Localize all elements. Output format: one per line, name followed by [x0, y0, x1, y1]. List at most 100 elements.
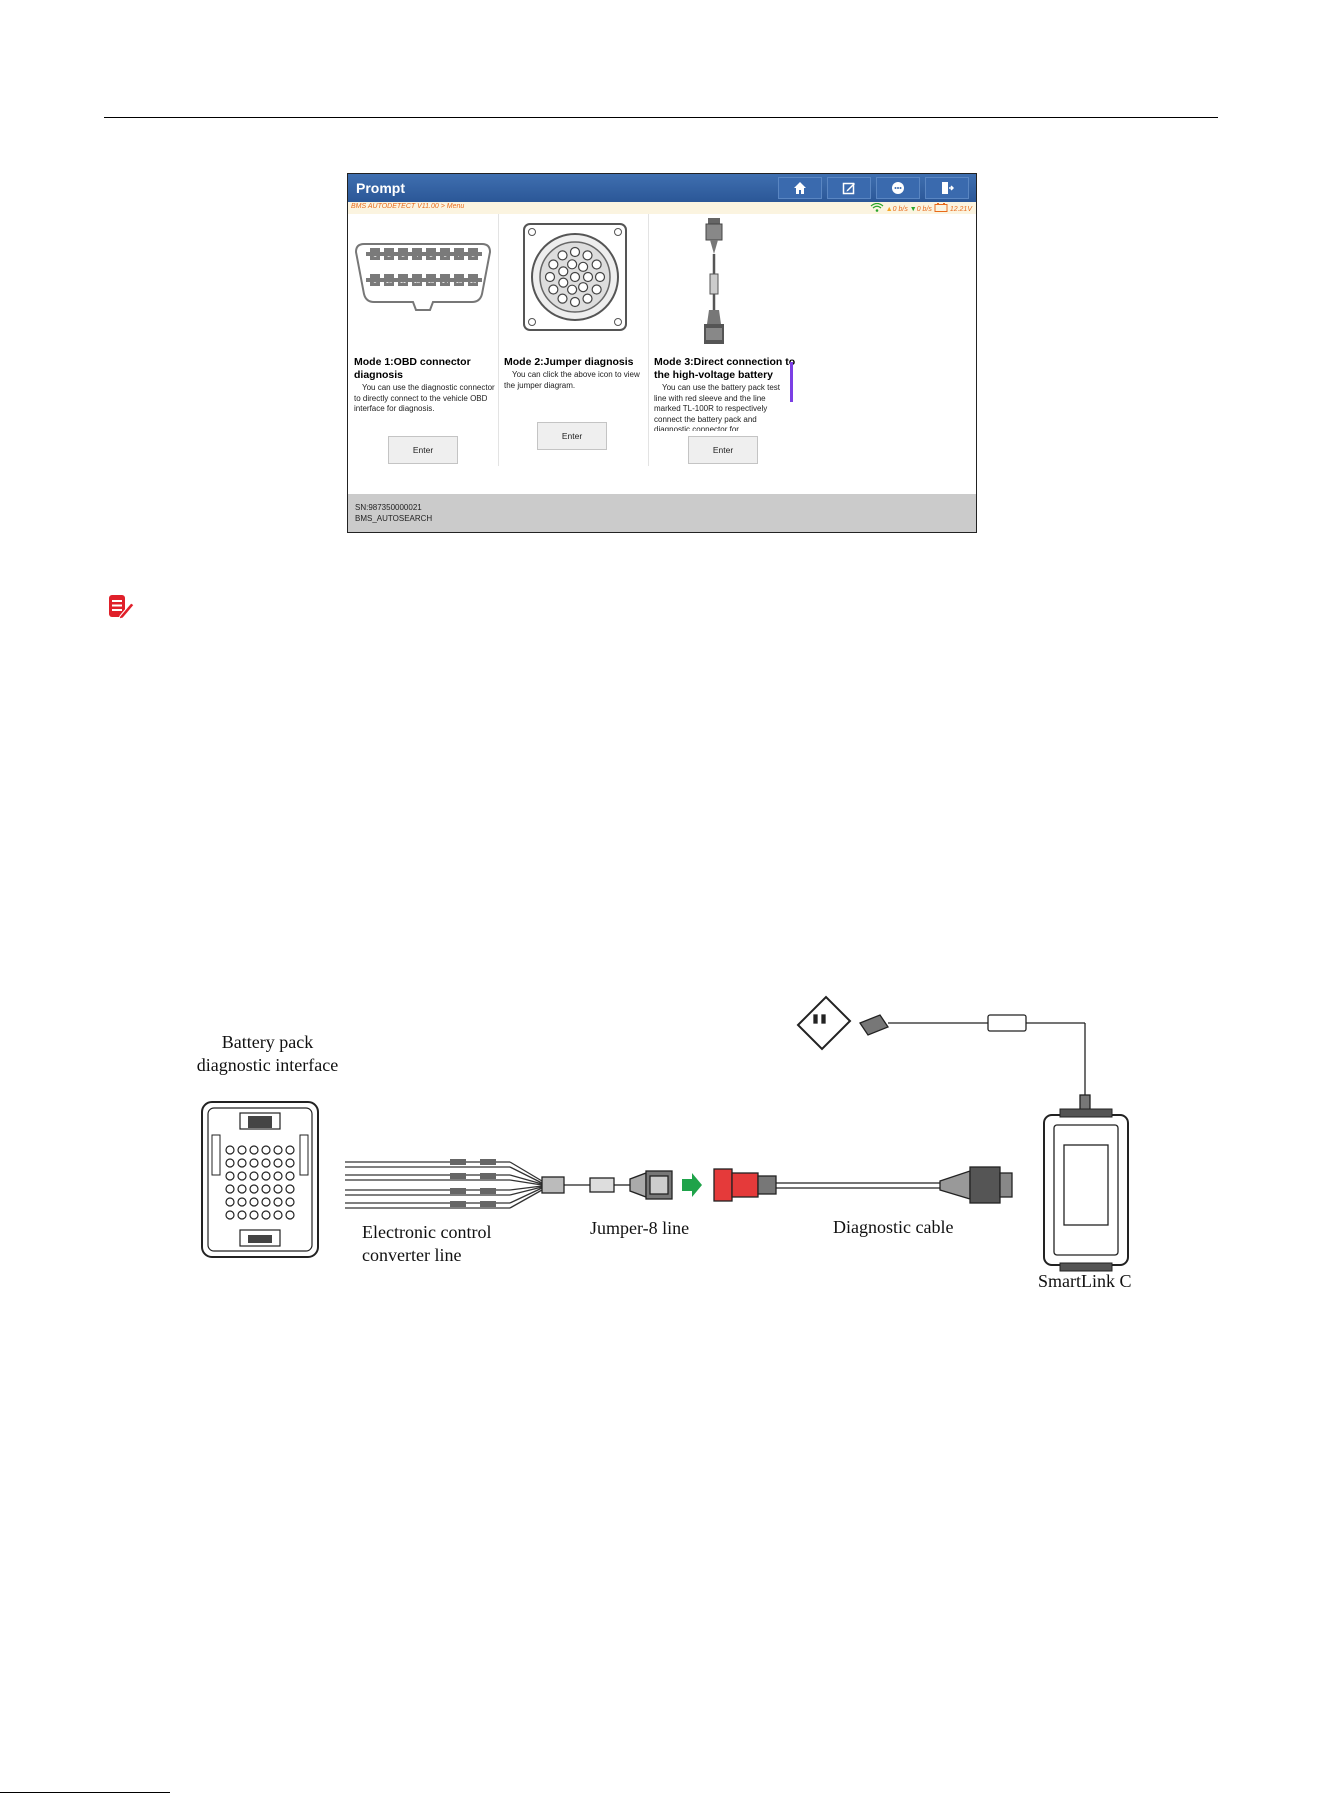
home-icon: [794, 182, 806, 194]
footer: SN:987350000021 BMS_AUTOSEARCH: [348, 494, 976, 532]
interface-pin: [261, 1210, 271, 1220]
serial-number: SN:987350000021: [355, 503, 422, 512]
connector-pin: [582, 250, 593, 261]
interface-pin: [249, 1145, 259, 1155]
connector-pin: [558, 277, 569, 288]
connector-pin: [591, 259, 602, 270]
interface-pin: [225, 1158, 235, 1168]
connector-pin: [558, 266, 569, 277]
jumper-8-label: Jumper-8 line: [590, 1218, 690, 1238]
connector-pin: [548, 259, 559, 270]
converter-lines: [345, 1161, 543, 1209]
search-mode: BMS_AUTOSEARCH: [355, 514, 433, 523]
edit-button[interactable]: [827, 177, 871, 199]
round-connector-icon: [523, 223, 627, 331]
battery-label-line-2: diagnostic interface: [196, 1055, 339, 1075]
interface-pin: [249, 1171, 259, 1181]
description-scrollbar[interactable]: [790, 362, 793, 402]
chat-icon: [892, 182, 904, 194]
interface-pin: [261, 1184, 271, 1194]
interface-pin: [261, 1171, 271, 1181]
interface-pin: [225, 1210, 235, 1220]
upload-arrow-icon: ▲: [885, 206, 893, 213]
connector-pin: [557, 293, 568, 304]
mode-1-description: You can use the diagnostic connector to …: [354, 383, 495, 413]
status-bar: BMS AUTODETECT V11.00 > Menu ▲0 b/s ▼0 b…: [348, 202, 976, 214]
mode-1-enter-button[interactable]: Enter: [388, 436, 458, 464]
connector-pin: [569, 296, 581, 308]
interface-pin: [237, 1184, 247, 1194]
interface-pin: [261, 1158, 271, 1168]
converter-line-label: Electronic control converter line: [362, 1221, 491, 1267]
connector-pin: [582, 271, 594, 283]
connector-pin: [582, 293, 593, 304]
interface-pin: [225, 1145, 235, 1155]
title-bar: Prompt: [348, 174, 976, 202]
mode-2-panel: Mode 2:Jumper diagnosis You can click th…: [498, 214, 649, 466]
interface-pin: [225, 1171, 235, 1181]
obd-connector-image[interactable]: 12345678 910111213141516: [348, 214, 498, 364]
interface-pin: [273, 1197, 283, 1207]
connector-pin: [567, 259, 578, 270]
interface-pin: [285, 1184, 295, 1194]
connector-pin: [578, 282, 589, 293]
voltage: 12.21V: [949, 206, 972, 213]
exit-icon: [942, 182, 954, 194]
interface-pin: [249, 1184, 259, 1194]
interface-pin: [249, 1197, 259, 1207]
diagnostic-cable-drawing: [713, 1166, 1013, 1204]
interface-pin: [273, 1158, 283, 1168]
status-readout: ▲0 b/s ▼0 b/s 12.21V: [870, 202, 972, 213]
footer-rule: [0, 1792, 170, 1793]
converter-label-line-1: Electronic control: [362, 1222, 492, 1242]
home-button[interactable]: [778, 177, 822, 199]
interface-pin: [285, 1171, 295, 1181]
upload-rate: 0 b/s: [892, 206, 908, 213]
obd-connector-icon: 12345678 910111213141516: [354, 243, 492, 311]
wifi-icon: [870, 202, 884, 212]
interface-pin: [261, 1145, 271, 1155]
mode-1-title: Mode 1:OBD connector diagnosis: [354, 356, 471, 381]
breadcrumb: BMS AUTODETECT V11.00 > Menu: [351, 203, 465, 210]
mode-3-description: You can use the battery pack test line w…: [654, 383, 781, 431]
interface-pin: [273, 1145, 283, 1155]
interface-pin: [285, 1210, 295, 1220]
connector-pin: [569, 271, 581, 283]
jumper-8-drawing: [541, 1170, 673, 1200]
jumper-connector-image[interactable]: [498, 214, 648, 364]
battery-icon: [934, 203, 948, 212]
exit-button[interactable]: [925, 177, 969, 199]
interface-pin: [237, 1145, 247, 1155]
test-cable-image[interactable]: [648, 214, 798, 364]
interface-pin: [225, 1197, 235, 1207]
mode-2-title: Mode 2:Jumper diagnosis: [504, 356, 634, 368]
mode-3-title: Mode 3:Direct connection to the high-vol…: [654, 356, 796, 381]
connector-pin: [544, 271, 556, 283]
chat-button[interactable]: [876, 177, 920, 199]
arrow-icon: [682, 1173, 702, 1197]
interface-pin: [237, 1171, 247, 1181]
mode-1-panel: 12345678 910111213141516 Mode 1:OBD conn…: [348, 214, 499, 466]
diagnostic-cable-label: Diagnostic cable: [833, 1217, 954, 1237]
battery-interface-drawing: [201, 1101, 319, 1258]
interface-pin: [273, 1171, 283, 1181]
smartlink-c-label: SmartLink C: [1038, 1271, 1132, 1291]
interface-pin: [273, 1184, 283, 1194]
connection-diagram-svg: [201, 995, 1129, 1272]
connector-pin: [578, 261, 589, 272]
connector-pin: [569, 246, 581, 258]
download-rate: 0 b/s: [916, 206, 932, 213]
test-cable-icon: [704, 218, 724, 344]
interface-pin: [285, 1158, 295, 1168]
mode-3-enter-button[interactable]: Enter: [688, 436, 758, 464]
interface-pin: [249, 1210, 259, 1220]
power-adapter-drawing: [796, 995, 1091, 1116]
interface-pin: [273, 1210, 283, 1220]
connector-pin: [548, 284, 559, 295]
connector-pin: [591, 284, 602, 295]
mode-2-enter-button[interactable]: Enter: [537, 422, 607, 450]
mode-3-panel: Mode 3:Direct connection to the high-vol…: [648, 214, 798, 466]
interface-pin: [237, 1158, 247, 1168]
smartlink-c-drawing: [1043, 1108, 1129, 1272]
connector-pin: [567, 284, 578, 295]
